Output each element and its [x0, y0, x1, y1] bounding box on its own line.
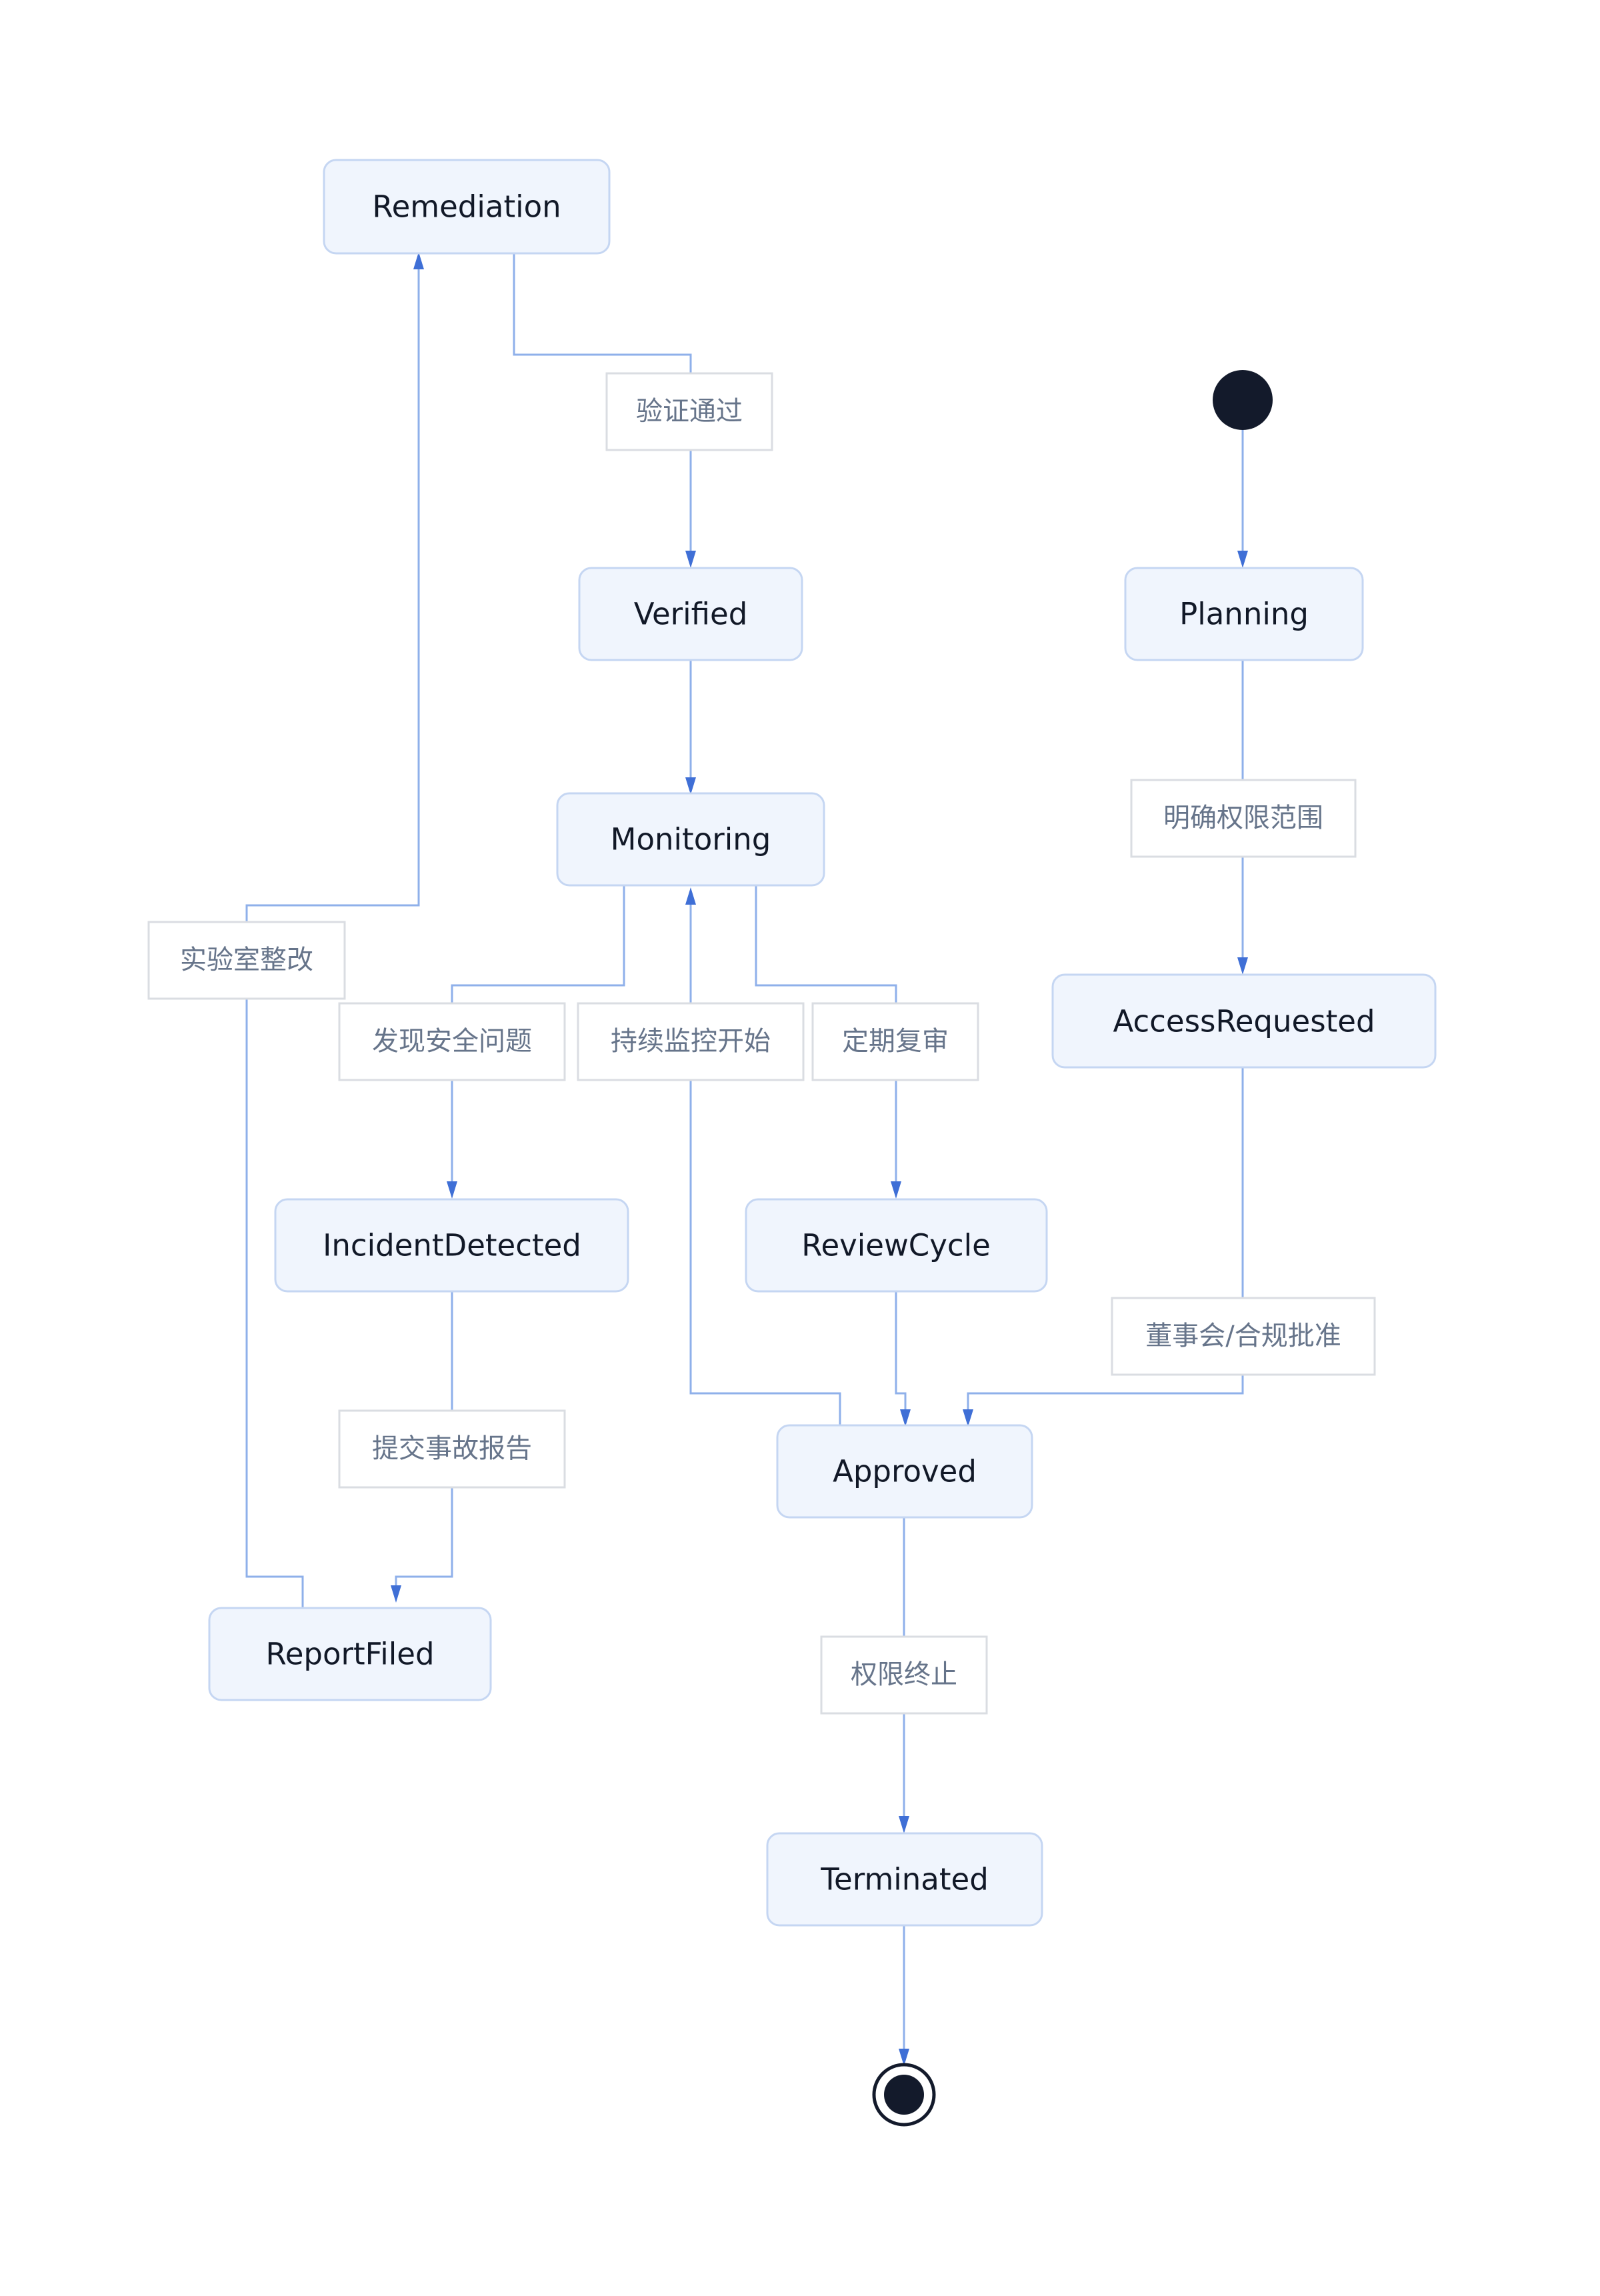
state-reportfiled: ReportFiled	[208, 1607, 492, 1701]
edge-monitoring-to-reviewcycle	[755, 885, 897, 1189]
arrow-into-reviewcycle	[891, 1181, 901, 1199]
transition-label-continuous-monitoring-start: 持续监控开始	[577, 1002, 805, 1081]
state-approved-label: Approved	[833, 1454, 977, 1489]
state-incidentdetected: IncidentDetected	[274, 1198, 629, 1293]
transition-label-verification-passed: 验证通过	[605, 372, 773, 451]
transition-access-terminated-text: 权限终止	[851, 1659, 957, 1690]
transition-label-clarify-scope: 明确权限范围	[1130, 779, 1357, 858]
state-monitoring-label: Monitoring	[611, 822, 771, 857]
end-state	[872, 2063, 936, 2127]
transition-board-compliance-approval-text: 董事会/合规批准	[1145, 1321, 1341, 1351]
state-approved: Approved	[776, 1424, 1033, 1519]
arrow-into-end	[899, 2049, 909, 2066]
state-reviewcycle-label: ReviewCycle	[801, 1228, 991, 1263]
transition-submit-incident-report-text: 提交事故报告	[372, 1433, 532, 1464]
state-terminated: Terminated	[766, 1832, 1043, 1927]
transition-periodic-review-text: 定期复审	[842, 1026, 949, 1057]
state-accessrequested: AccessRequested	[1051, 973, 1437, 1069]
edge-approved-to-monitoring	[689, 897, 841, 1427]
arrow-into-approved-from-accessrequested	[963, 1409, 973, 1427]
arrow-into-terminated	[899, 1816, 909, 1833]
edge-reportfiled-to-remediation	[245, 259, 420, 1608]
transition-security-issue-found-text: 发现安全问题	[372, 1026, 532, 1057]
transition-label-periodic-review: 定期复审	[811, 1002, 979, 1081]
state-remediation-label: Remediation	[372, 189, 561, 225]
state-reviewcycle: ReviewCycle	[745, 1198, 1048, 1293]
arrow-into-reportfiled	[391, 1585, 401, 1603]
state-planning: Planning	[1124, 567, 1364, 661]
transition-continuous-monitoring-start-text: 持续监控开始	[611, 1026, 771, 1057]
arrow-into-verified	[685, 551, 696, 568]
transition-label-board-compliance-approval: 董事会/合规批准	[1111, 1297, 1376, 1376]
transition-verification-passed-text: 验证通过	[636, 396, 743, 427]
end-state-dot	[884, 2075, 924, 2115]
state-verified-label: Verified	[634, 597, 748, 632]
arrow-into-incidentdetected	[447, 1181, 457, 1199]
arrowheads	[391, 252, 1248, 2066]
state-terminated-label: Terminated	[820, 1862, 989, 1897]
edge-reviewcycle-to-approved	[895, 1291, 907, 1417]
state-remediation: Remediation	[323, 159, 611, 255]
transition-clarify-scope-text: 明确权限范围	[1163, 803, 1323, 833]
edges	[245, 253, 1244, 2057]
state-monitoring: Monitoring	[556, 792, 825, 887]
arrow-into-monitoring-from-verified	[685, 777, 696, 795]
transition-label-access-terminated: 权限终止	[820, 1635, 988, 1715]
state-accessrequested-label: AccessRequested	[1113, 1004, 1375, 1039]
arrow-into-approved-from-reviewcycle	[900, 1409, 911, 1427]
arrow-into-planning	[1237, 551, 1248, 568]
start-state-dot	[1213, 370, 1273, 430]
state-reportfiled-label: ReportFiled	[265, 1637, 434, 1672]
state-verified: Verified	[578, 567, 803, 661]
edge-remediation-to-verified	[513, 253, 692, 559]
arrow-into-remediation	[413, 252, 424, 269]
transition-lab-remediation-text: 实验室整改	[180, 945, 313, 975]
arrow-into-monitoring	[685, 887, 696, 905]
arrow-into-accessrequested	[1237, 957, 1248, 975]
transition-label-security-issue-found: 发现安全问题	[338, 1002, 566, 1081]
state-planning-label: Planning	[1179, 597, 1309, 632]
edge-accessrequested-to-approved	[967, 1067, 1244, 1417]
transition-label-submit-incident-report: 提交事故报告	[338, 1409, 566, 1489]
transition-label-lab-remediation: 实验室整改	[147, 921, 346, 1000]
state-incidentdetected-label: IncidentDetected	[323, 1228, 581, 1263]
edge-monitoring-to-incidentdetected	[451, 885, 625, 1189]
